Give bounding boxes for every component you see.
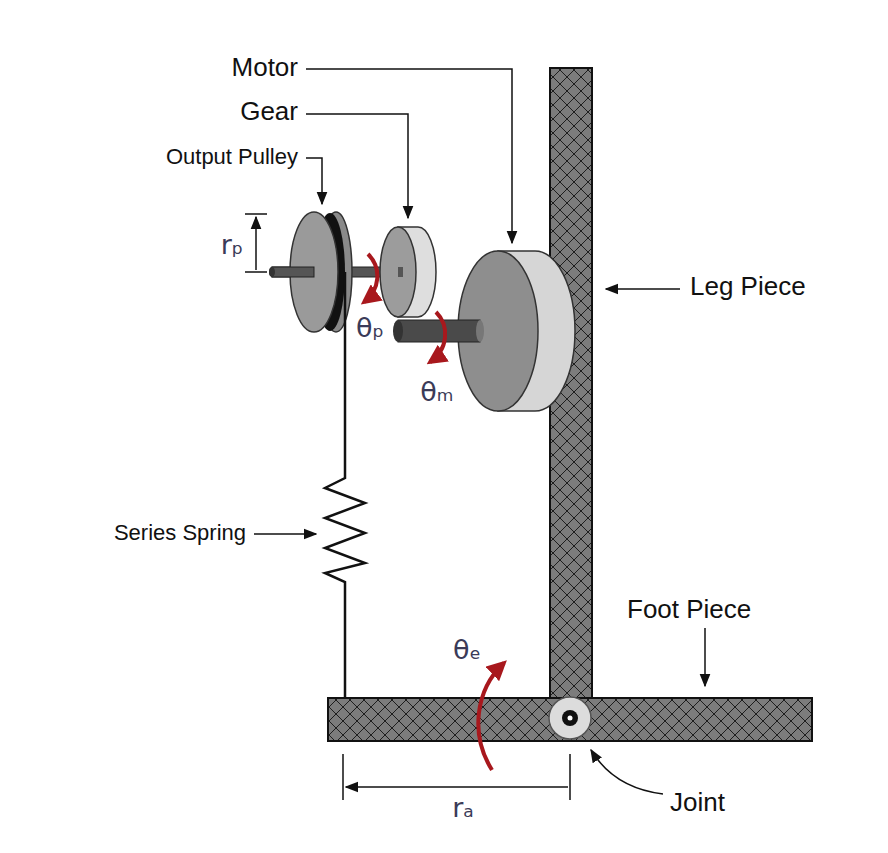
- rotation-arrow: [430, 312, 445, 362]
- motor-shaft: [398, 320, 480, 342]
- motor-shaft-tip: [393, 320, 403, 342]
- part-label: Foot Piece: [627, 595, 751, 625]
- leader-line: [254, 533, 316, 535]
- angle-label: θₚ: [356, 312, 384, 343]
- leader-line: [306, 69, 512, 243]
- angle-label: θₑ: [453, 634, 481, 665]
- dimension-label: rₚ: [221, 229, 244, 260]
- dimension-label: rₐ: [452, 792, 474, 823]
- joint-ring: [549, 697, 591, 739]
- gear-hub: [398, 267, 403, 277]
- dimension-tick: [342, 754, 344, 800]
- pulley-shaft-front: [272, 267, 314, 277]
- pulley-shaft-tip: [269, 267, 275, 277]
- part-label: Gear: [240, 97, 298, 127]
- part-label: Output Pulley: [166, 144, 298, 169]
- joint-center: [568, 716, 573, 721]
- angle-label: θₘ: [420, 376, 453, 407]
- joint-pin: [562, 710, 578, 726]
- leader-line: [606, 288, 680, 290]
- leader-line: [704, 628, 706, 686]
- part-label: Joint: [670, 788, 725, 818]
- foot-piece: [328, 698, 812, 741]
- leg-piece: [550, 68, 592, 740]
- leader-line: [306, 158, 322, 204]
- gear-face: [380, 227, 416, 317]
- part-label: Leg Piece: [690, 272, 806, 302]
- part-label: Motor: [232, 53, 298, 83]
- rotation-arrow: [364, 254, 377, 302]
- part-label: Series Spring: [114, 520, 246, 545]
- dimension-arrow: [255, 217, 257, 270]
- dimension-tick: [245, 271, 267, 273]
- rotation-arrow: [478, 663, 504, 770]
- dimension-tick: [569, 754, 571, 800]
- pulley-shaft-cap: [269, 267, 275, 277]
- dimension-tick: [245, 213, 267, 215]
- motor-shaft-end: [476, 320, 484, 342]
- leader-line: [591, 750, 663, 794]
- leader-line: [306, 114, 408, 218]
- dimension-arrow: [346, 786, 568, 788]
